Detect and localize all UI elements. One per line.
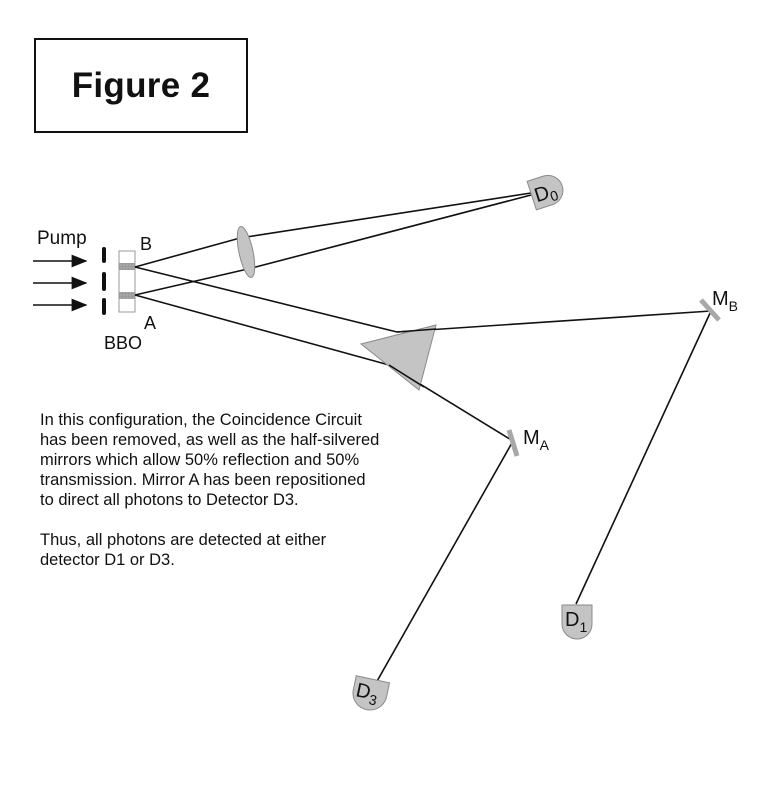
pump-label: Pump	[37, 228, 87, 249]
beam-b-to-mirror-b	[134, 266, 712, 333]
detector-d0: D0	[526, 174, 564, 211]
beam-overlay	[388, 328, 437, 388]
bbo-crystal	[118, 250, 136, 313]
detector-d3-label: D3	[353, 679, 380, 708]
figure-title: Figure 2	[71, 65, 211, 105]
mirror-b-label: MB	[712, 288, 738, 314]
lens	[236, 226, 256, 278]
figure-title-box: Figure 2	[34, 38, 248, 133]
mirror-a	[506, 429, 520, 457]
detector-d3: D3	[352, 675, 391, 711]
beam-mirror-b-to-d1	[575, 310, 712, 605]
beam-mirror-a-to-d3	[375, 440, 514, 684]
bbo-label: BBO	[104, 333, 142, 353]
beam-a-label: A	[144, 313, 156, 333]
mirror-b	[699, 298, 721, 322]
mirror-a-label: MA	[523, 427, 550, 453]
caption-paragraph-2: Thus, all photons are detected at either…	[40, 531, 327, 569]
beam-b-label: B	[140, 234, 152, 254]
detector-d1-label: D1	[565, 609, 587, 635]
figure-caption: In this configuration, the Coincidence C…	[40, 410, 380, 590]
beam-b-to-d0	[134, 192, 532, 268]
detector-d1: D1	[561, 604, 593, 640]
prism	[359, 324, 437, 391]
beam-a-to-d0	[134, 194, 532, 296]
caption-paragraph-1: In this configuration, the Coincidence C…	[40, 411, 380, 509]
